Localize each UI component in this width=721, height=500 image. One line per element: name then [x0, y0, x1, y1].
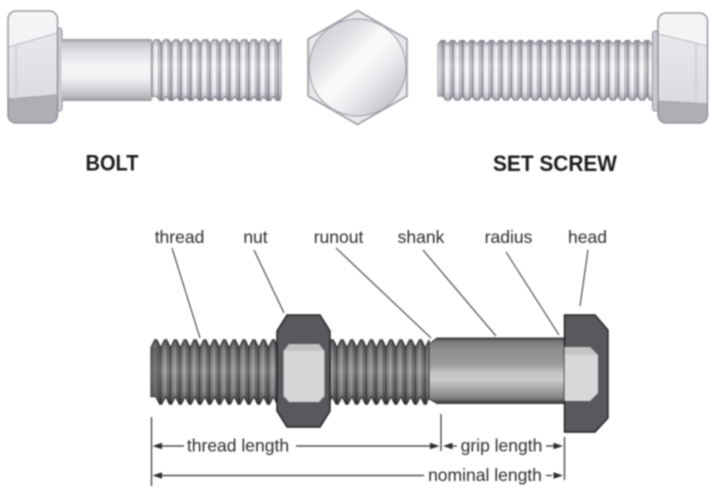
- svg-text:nut: nut: [243, 227, 267, 247]
- svg-text:grip length: grip length: [461, 436, 543, 456]
- svg-text:nominal length: nominal length: [428, 465, 542, 485]
- svg-text:shank: shank: [398, 227, 445, 247]
- svg-text:head: head: [568, 227, 607, 247]
- svg-text:thread: thread: [155, 227, 205, 247]
- svg-text:thread length: thread length: [187, 436, 289, 456]
- svg-text:runout: runout: [314, 227, 364, 247]
- svg-text:BOLT: BOLT: [86, 150, 139, 175]
- svg-text:radius: radius: [485, 227, 533, 247]
- svg-text:SET SCREW: SET SCREW: [493, 151, 618, 176]
